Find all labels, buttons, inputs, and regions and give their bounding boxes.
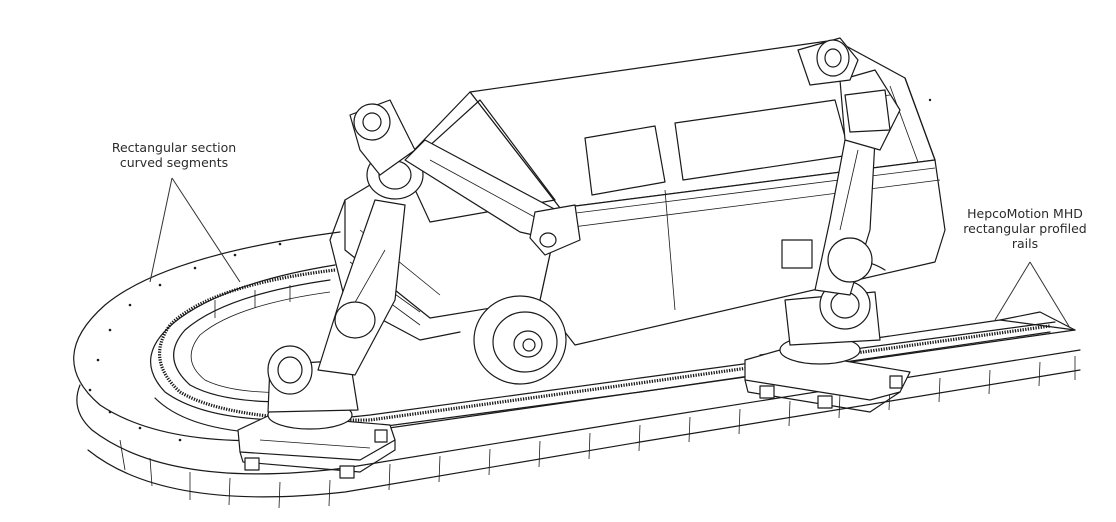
- label-rectangular-section: Rectangular section curved segments: [84, 140, 264, 170]
- van-front-wheel: [473, 295, 567, 385]
- label-hepcomotion-rails: HepcoMotion MHD rectangular profiled rai…: [940, 206, 1110, 251]
- leader-lines: [149, 177, 1071, 329]
- label-right-line3: rails: [1011, 236, 1039, 251]
- right-robot: [744, 37, 911, 413]
- left-robot: [237, 99, 581, 479]
- label-right-line2: rectangular profiled: [963, 221, 1087, 236]
- label-right-line1: HepcoMotion MHD: [967, 206, 1083, 221]
- label-left-line1: Rectangular section: [111, 140, 237, 155]
- label-left-line2: curved segments: [119, 155, 229, 170]
